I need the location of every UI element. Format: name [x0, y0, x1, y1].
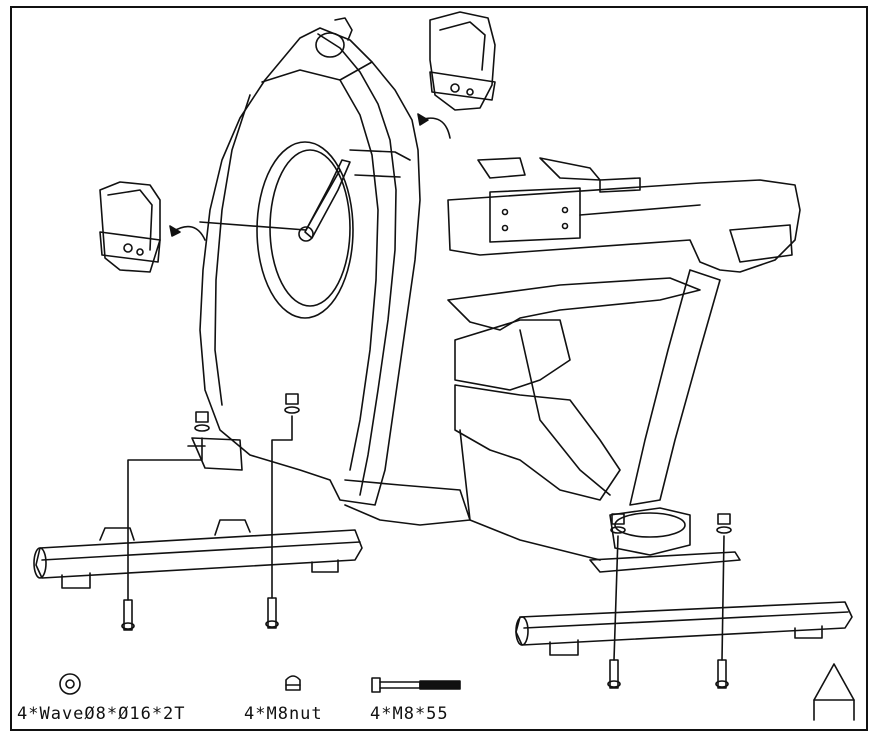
fastener-callout-front-right: [265, 393, 300, 629]
front-stabilizer: [33, 519, 363, 589]
left-pedal: [99, 181, 161, 273]
washer-label: 4*WaveØ8*Ø16*2T: [17, 704, 186, 724]
rear-foot-bracket: [589, 507, 741, 573]
bike-body-shroud: [199, 27, 471, 526]
front-foot-bracket: [187, 437, 243, 471]
fastener-callout-rear-right: [715, 513, 732, 689]
fastener-callout-front-left: [121, 411, 210, 631]
bolt-label: 4*M8*55: [370, 704, 449, 724]
fastener-callout-rear-left: [607, 513, 626, 689]
center-frame: [447, 269, 721, 561]
wave-washer-icon: [59, 673, 81, 695]
triangle-step-icon: [813, 663, 855, 721]
flywheel-disc: [199, 141, 354, 319]
bolt-icon: [371, 677, 461, 693]
console-knob: [315, 17, 353, 58]
nut-icon: [285, 675, 301, 691]
rear-stabilizer: [515, 601, 853, 656]
nut-label: 4*M8nut: [244, 704, 323, 724]
diagram-frame: [10, 6, 868, 731]
right-pedal: [429, 11, 496, 111]
seat-rail-frame: [447, 157, 801, 273]
